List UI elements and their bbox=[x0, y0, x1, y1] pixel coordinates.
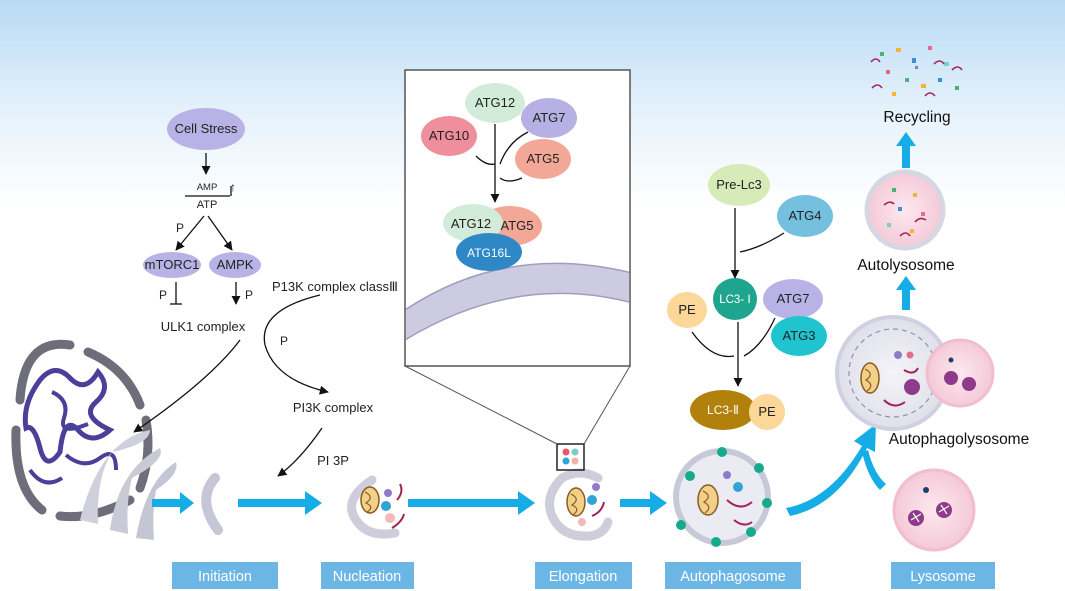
amp-atp-up-arrow: ↑ bbox=[230, 180, 236, 194]
lc3-2-label: LC3-Ⅱ bbox=[707, 403, 739, 417]
atg7-oval bbox=[521, 98, 577, 138]
atg10-label: ATG10 bbox=[429, 128, 469, 143]
pre-lc3-oval bbox=[708, 164, 770, 206]
p-label-2: P bbox=[159, 288, 167, 302]
autophagosome-structure bbox=[673, 447, 772, 547]
lysosome-structure bbox=[892, 468, 976, 552]
inset-arrows bbox=[475, 124, 529, 203]
nucleation-structure bbox=[347, 475, 405, 539]
p-label-1: P bbox=[176, 221, 184, 235]
atg3-label: ATG3 bbox=[783, 328, 816, 343]
autolysosome-label: Autolysosome bbox=[857, 257, 954, 274]
ulk1-complex-label: ULK1 complex bbox=[161, 319, 246, 334]
stage-labels: Initiation Nucleation Elongation Autopha… bbox=[172, 562, 995, 589]
atg7-lc3-label: ATG7 bbox=[777, 291, 810, 306]
pre-lc3-label: Pre-Lc3 bbox=[716, 177, 762, 192]
autophagolysosome-structure bbox=[835, 315, 995, 431]
atg5-oval bbox=[515, 139, 571, 179]
lysosome-label: Lysosome bbox=[910, 569, 976, 585]
atg12b-oval bbox=[443, 204, 503, 242]
cell-stress-oval bbox=[167, 108, 245, 150]
autophagolysosome-label: Autophagolysosome bbox=[889, 431, 1029, 448]
phagophore-crescent bbox=[201, 473, 223, 535]
atg3-oval bbox=[771, 316, 827, 356]
lc3-arrows bbox=[691, 208, 785, 387]
pi3p-label: PI 3P bbox=[317, 453, 349, 468]
recycling-debris bbox=[870, 46, 963, 97]
pi3k-class3-label: P13K complex classⅢ bbox=[272, 279, 398, 294]
ampk-oval bbox=[209, 252, 261, 278]
pe-oval bbox=[667, 292, 707, 328]
p-label-3: P bbox=[245, 288, 253, 302]
atg12-label: ATG12 bbox=[475, 95, 515, 110]
atg4-label: ATG4 bbox=[789, 208, 822, 223]
elongation-structure bbox=[404, 365, 631, 541]
atg12-oval bbox=[465, 83, 525, 123]
ampk-label: AMPK bbox=[217, 257, 254, 272]
lc3-2-oval bbox=[690, 390, 756, 430]
left-pathway-arrows bbox=[133, 153, 329, 477]
atp-label: ATP bbox=[197, 199, 218, 211]
nucleus-er-illustration bbox=[11, 339, 177, 540]
pe2-oval bbox=[749, 394, 785, 430]
atg7-lc3-oval bbox=[763, 279, 823, 319]
recycling-label: Recycling bbox=[883, 109, 950, 126]
atg5b-label: ATG5 bbox=[501, 218, 534, 233]
mtorc1-oval bbox=[143, 252, 201, 278]
lysosome-box bbox=[891, 562, 995, 589]
atg10-oval bbox=[421, 116, 477, 156]
lc3-1-oval bbox=[713, 278, 757, 320]
atg16l-oval bbox=[456, 233, 522, 271]
nucleation-label: Nucleation bbox=[333, 569, 402, 585]
autolysosome-structure bbox=[864, 169, 946, 251]
lc3-1-label: LC3- Ⅰ bbox=[719, 294, 751, 306]
initiation-box bbox=[172, 562, 278, 589]
elongation-box bbox=[535, 562, 632, 589]
initiation-label: Initiation bbox=[198, 569, 252, 585]
atg4-oval bbox=[777, 195, 833, 237]
amp-label: AMP bbox=[197, 182, 218, 193]
process-arrows bbox=[152, 132, 916, 516]
atg16l-label: ATG16L bbox=[467, 246, 511, 260]
autophagosome-box bbox=[665, 562, 801, 589]
atg7-label: ATG7 bbox=[533, 110, 566, 125]
pe-label: PE bbox=[678, 302, 696, 317]
cell-stress-label: Cell Stress bbox=[175, 121, 238, 136]
autophagosome-label: Autophagosome bbox=[680, 569, 786, 585]
atg12b-label: ATG12 bbox=[451, 216, 491, 231]
nucleation-box bbox=[321, 562, 414, 589]
pi3k-complex-label: PI3K complex bbox=[293, 400, 374, 415]
mtorc1-label: mTORC1 bbox=[145, 257, 200, 272]
pe2-label: PE bbox=[758, 404, 776, 419]
elongation-label: Elongation bbox=[549, 569, 618, 585]
p-label-4: P bbox=[280, 334, 288, 348]
atg5-label: ATG5 bbox=[527, 151, 560, 166]
